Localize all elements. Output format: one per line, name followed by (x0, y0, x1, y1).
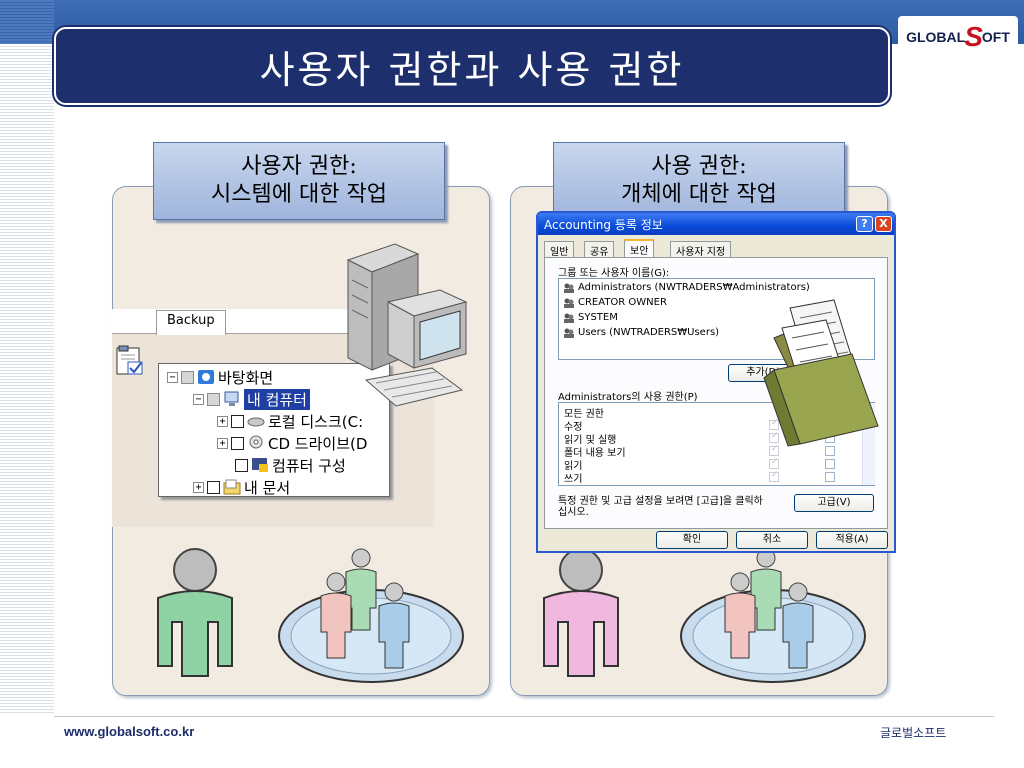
my-computer-icon (224, 391, 239, 406)
single-user-icon (543, 548, 619, 677)
title-box: 사용자 권한과 사용 권한 (54, 27, 890, 105)
user-name: CREATOR OWNER (578, 297, 667, 308)
local-disk-icon (247, 417, 265, 427)
user-group-icon (278, 548, 464, 683)
advanced-hint-2: 십시오. (558, 507, 589, 518)
collapse-icon[interactable]: − (193, 393, 204, 405)
tab-general[interactable]: 일반 (544, 241, 575, 258)
tree-row[interactable]: + 로컬 디스크(C: (217, 410, 363, 432)
list-item[interactable]: SYSTEM (563, 312, 618, 323)
tree-label: CD 드라이브(D (268, 434, 368, 453)
header-stripes (0, 0, 54, 44)
user-group-icon (680, 548, 866, 683)
permission-row: 쓰기 (564, 474, 583, 485)
desktop-icon (198, 370, 214, 384)
user-name: Administrators (NWTRADERS₩Administrators… (578, 282, 810, 293)
footer-divider (54, 716, 994, 717)
tree-row[interactable]: 컴퓨터 구성 (235, 454, 346, 476)
deny-checkbox[interactable] (825, 472, 835, 482)
apply-button[interactable]: 적용(A) (816, 531, 888, 549)
backup-tab[interactable]: Backup (156, 310, 226, 335)
permissions-label: 사용 권한: 개체에 대한 작업 (553, 142, 845, 220)
expand-icon[interactable]: + (217, 437, 228, 449)
users-icon (564, 328, 574, 338)
logo-prefix: GLOBAL (906, 29, 966, 45)
my-documents-icon (223, 479, 241, 495)
cd-drive-icon (249, 435, 263, 449)
label-line: 사용자 권한: (241, 154, 357, 179)
tab-customize[interactable]: 사용자 지정 (670, 241, 732, 258)
user-rights-label: 사용자 권한: 시스템에 대한 작업 (153, 142, 445, 220)
allow-checkbox[interactable] (769, 418, 779, 430)
single-user-icon (157, 548, 233, 677)
logo-suffix: OFT (981, 29, 1010, 45)
help-button[interactable]: ? (856, 216, 873, 232)
checkbox[interactable] (207, 480, 220, 494)
logo-s: S (964, 21, 983, 52)
tree-label: 바탕화면 (218, 368, 274, 387)
allow-checkbox[interactable] (769, 444, 779, 456)
label-line: 개체에 대한 작업 (621, 182, 777, 207)
dialog-titlebar[interactable]: Accounting 등록 정보 (538, 213, 894, 235)
tab-security[interactable]: 보안 (624, 239, 655, 258)
users-icon (564, 313, 574, 323)
checkbox[interactable] (181, 370, 194, 384)
tree-label: 로컬 디스크(C: (268, 412, 364, 431)
slide-title: 사용자 권한과 사용 권한 (259, 47, 685, 92)
advanced-hint-1: 특정 권한 및 고급 설정을 보려면 [고급]을 클릭하 (558, 496, 763, 507)
list-item[interactable]: Users (NWTRADERS₩Users) (563, 327, 719, 338)
checkbox[interactable] (231, 414, 244, 428)
list-item[interactable]: Administrators (NWTRADERS₩Administrators… (563, 282, 810, 293)
advanced-button[interactable]: 고급(V) (794, 494, 874, 512)
tree-label: 컴퓨터 구성 (272, 456, 346, 475)
side-stripes (0, 44, 54, 714)
permission-row: 폴더 내용 보기 (564, 448, 626, 459)
users-icon (564, 298, 574, 308)
footer-url[interactable]: www.globalsoft.co.kr (64, 724, 195, 739)
checkbox[interactable] (231, 436, 244, 450)
label-line: 시스템에 대한 작업 (211, 182, 387, 207)
backup-tree: − 바탕화면 − 내 컴퓨터 + 로컬 디스크(C: + CD 드라이브(D 컴… (158, 363, 390, 497)
label-line: 사용 권한: (651, 154, 747, 179)
allow-checkbox[interactable] (769, 457, 779, 469)
users-icon (564, 283, 574, 293)
permission-row: 수정 (564, 422, 583, 433)
expand-icon[interactable]: + (193, 481, 204, 493)
permission-row: 읽기 및 실행 (564, 435, 617, 446)
checkbox[interactable] (235, 458, 248, 472)
tree-row[interactable]: − 내 컴퓨터 (193, 388, 310, 410)
permission-row: 읽기 (564, 461, 583, 472)
deny-checkbox[interactable] (825, 459, 835, 469)
checkbox[interactable] (207, 392, 220, 406)
checklist-icon (116, 345, 143, 375)
footer-brand: 글로벌소프트 (880, 726, 947, 740)
ok-button[interactable]: 확인 (656, 531, 728, 549)
tree-row[interactable]: − 바탕화면 (167, 366, 273, 388)
allow-checkbox[interactable] (769, 470, 779, 482)
tree-label: 내 문서 (244, 478, 291, 497)
cancel-button[interactable]: 취소 (736, 531, 808, 549)
collapse-icon[interactable]: − (167, 371, 178, 383)
group-label: 그룹 또는 사용자 이름(G): (558, 268, 670, 279)
deny-checkbox[interactable] (825, 446, 835, 456)
computer-config-icon (252, 458, 268, 472)
computer-icon (346, 243, 468, 407)
tree-row[interactable]: + CD 드라이브(D (217, 432, 367, 454)
allow-checkbox[interactable] (769, 431, 779, 443)
permission-row: 모든 권한 (564, 409, 604, 420)
permissions-label: Administrators의 사용 권한(P) (558, 392, 698, 403)
folder-icon (763, 299, 879, 447)
expand-icon[interactable]: + (217, 415, 228, 427)
tree-row[interactable]: + 내 문서 (193, 476, 290, 498)
tree-label-selected: 내 컴퓨터 (244, 388, 310, 410)
close-button[interactable]: X (875, 216, 892, 232)
user-name: Users (NWTRADERS₩Users) (578, 327, 720, 338)
tab-sharing[interactable]: 공유 (584, 241, 615, 258)
list-item[interactable]: CREATOR OWNER (563, 297, 667, 308)
user-name: SYSTEM (578, 312, 618, 323)
